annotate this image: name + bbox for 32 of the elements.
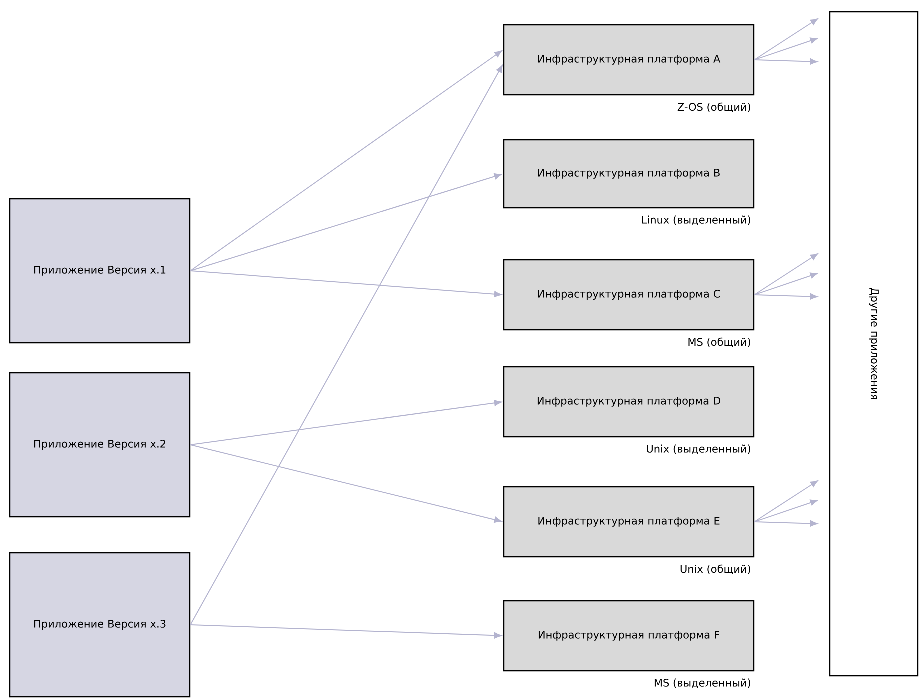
- application-box: Приложение Версия x.3: [9, 552, 191, 698]
- arrow: [754, 18, 818, 60]
- arrow: [190, 174, 502, 272]
- arrow: [754, 520, 818, 527]
- arrow: [754, 38, 818, 60]
- arrow: [190, 444, 502, 523]
- arrow: [190, 65, 503, 626]
- application-box: Приложение Версия x.2: [9, 372, 191, 518]
- platform-caption: Unix (общий): [680, 564, 750, 574]
- platform-box: Инфраструктурная платформа F: [503, 600, 755, 672]
- arrow: [190, 400, 502, 446]
- application-box: Приложение Версия x.1: [9, 198, 191, 344]
- platform-caption: Unix (выделенный): [647, 444, 750, 454]
- platform-box: Инфраструктурная платформа B: [503, 139, 755, 209]
- arrow: [754, 58, 818, 65]
- arrow: [754, 254, 818, 296]
- platform-caption: MS (выделенный): [654, 678, 750, 688]
- platform-box: Инфраструктурная платформа A: [503, 24, 755, 96]
- arrow: [190, 624, 502, 639]
- platform-caption: MS (общий): [688, 338, 750, 348]
- applications-box: Другие приложения: [829, 11, 919, 677]
- arrow: [754, 272, 818, 296]
- platform-box: Инфраструктурная платформа D: [503, 366, 755, 438]
- arrow: [190, 50, 502, 272]
- arrow: [754, 480, 818, 522]
- arrow: [190, 270, 502, 298]
- arrow: [754, 500, 818, 522]
- platform-caption: Linux (выделенный): [642, 216, 750, 226]
- platform-caption: Z-OS (общий): [678, 102, 751, 112]
- platform-box: Инфраструктурная платформа C: [503, 259, 755, 331]
- arrow: [754, 294, 818, 300]
- platform-box: Инфраструктурная платформа E: [503, 486, 755, 558]
